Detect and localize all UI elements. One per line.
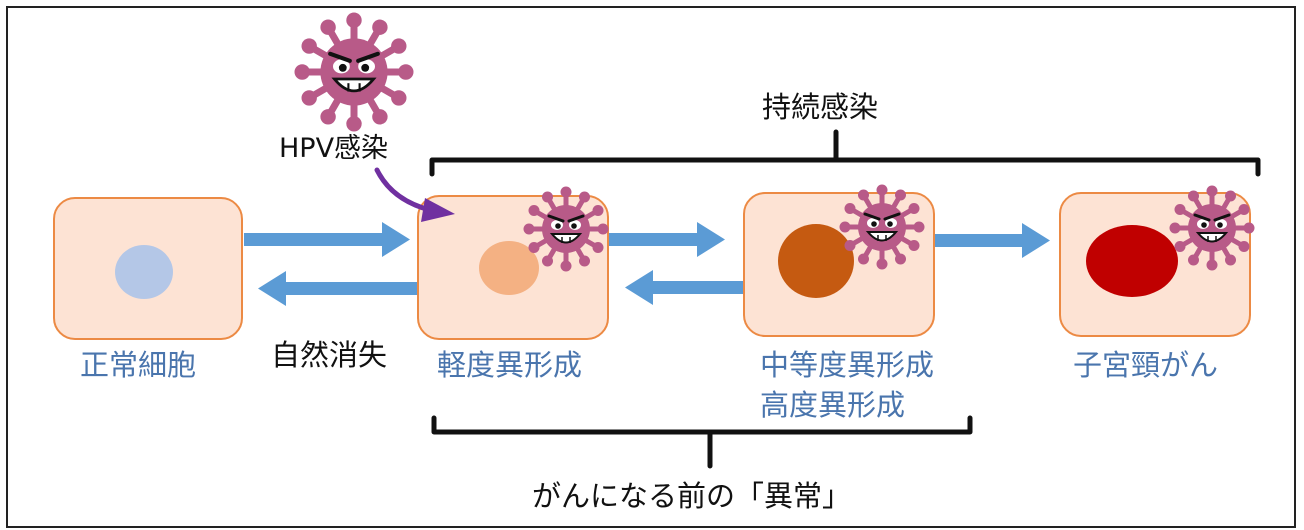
moderate-nucleus [778,224,854,298]
cancer-nucleus [1086,225,1178,297]
mild-dysplasia-label: 軽度異形成 [437,348,583,382]
virus-icon [840,185,925,270]
normal-cell-label: 正常細胞 [80,348,197,382]
arrow-icon [258,271,417,306]
cervical-cancer-label: 子宮頸がん [1073,348,1219,382]
moderate-dysplasia-label: 中等度異形成 [760,348,935,382]
arrow-icon [935,223,1050,258]
arrow-icon [609,222,725,257]
severe-dysplasia-label: 高度異形成 [760,388,906,422]
regression-label: 自然消失 [271,338,388,372]
arrow-icon [374,167,455,222]
precancer-label: がんになる前の「異常」 [532,479,852,513]
normal-nucleus [115,245,173,299]
virus-icon [524,187,609,272]
bracket-icon [431,415,973,469]
normal-cell-box [53,197,243,340]
bracket-icon [429,129,1261,177]
mild-nucleus [479,241,539,295]
persistent-infection-label: 持続感染 [762,90,879,124]
arrow-icon [244,222,410,257]
hpv-infection-label: HPV感染 [279,133,389,164]
virus-icon [1170,186,1255,271]
virus-icon [295,13,414,132]
arrow-icon [625,270,743,305]
